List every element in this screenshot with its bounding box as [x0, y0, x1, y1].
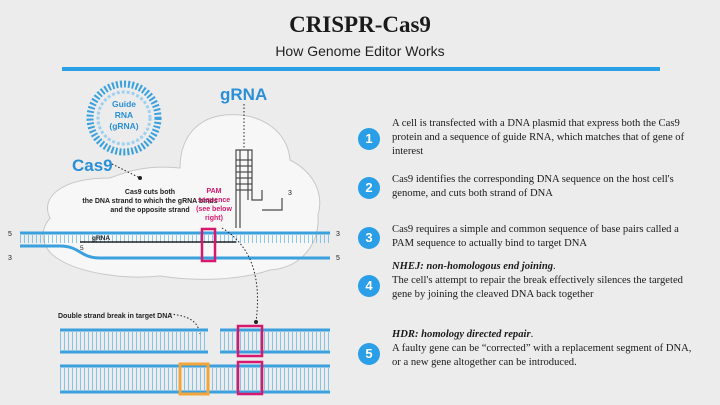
dna-broken-segment [60, 324, 330, 358]
dsb-label: Double strand break in target DNA [58, 313, 172, 320]
grna-end-5: 5 [80, 245, 84, 252]
step-4-badge: 4 [358, 275, 380, 297]
step-4-text: The cell's attempt to repair the break e… [392, 275, 683, 300]
page-subtitle: How Genome Editor Works [275, 43, 445, 59]
step-3-badge: 3 [358, 227, 380, 249]
plasmid-label-line-2: RNA [115, 110, 133, 120]
svg-text:(see below: (see below [196, 206, 232, 213]
plasmid-label-line-1: Guide [112, 99, 136, 109]
svg-text:the DNA strand to which the gR: the DNA strand to which the gRNA binds [82, 198, 217, 205]
dna-end-3-right: 3 [336, 231, 340, 238]
pam-leader [221, 227, 258, 323]
pam-site [200, 227, 217, 263]
svg-text:and the opposite strand: and the opposite strand [110, 207, 189, 214]
title-divider [62, 67, 660, 71]
step-4-heading: NHEJ: non-homologous end joining [392, 261, 554, 272]
step-2-badge: 2 [358, 177, 380, 199]
step-4-text-block: NHEJ: non-homologous end joining. The ce… [392, 261, 683, 300]
dna-end-5-right: 5 [336, 255, 340, 262]
pam-note: PAM sequence (see below right) [196, 188, 232, 222]
cut-note: Cas9 cuts both the DNA strand to which t… [82, 189, 217, 214]
step-5-text-block: HDR: homology directed repair. A faulty … [392, 329, 692, 368]
step-2-text: Cas9 identifies the corresponding DNA se… [392, 174, 674, 199]
cas9-label: Cas9 [72, 156, 113, 175]
step-5-text: A faulty gene can be “corrected” with a … [392, 343, 692, 368]
plasmid-label-line-3: (gRNA) [109, 121, 138, 131]
step-1-badge: 1 [358, 128, 380, 150]
page-title: CRISPR-Cas9 [289, 12, 431, 37]
grna-label: gRNA [220, 85, 267, 104]
step-3: 3 Cas9 requires a simple and common sequ… [358, 224, 698, 255]
step-2: 2 Cas9 identifies the corresponding DNA … [358, 174, 698, 205]
step-4: 4 NHEJ: non-homologous end joining. The … [358, 261, 698, 322]
crispr-diagram: Guide RNA (gRNA) Cas9 gRNA 3 Cas9 cuts b… [8, 80, 340, 396]
plasmid: Guide RNA (gRNA) [86, 80, 162, 156]
step-1-text: A cell is transfected with a DNA plasmid… [392, 118, 685, 157]
grna-end-3: 3 [288, 190, 292, 197]
svg-text:right): right) [205, 215, 223, 222]
step-5-heading: HDR: homology directed repair [392, 329, 531, 340]
grna-hairpin [235, 149, 283, 228]
step-5: 5 HDR: homology directed repair. A fault… [358, 329, 698, 390]
svg-text:PAM: PAM [206, 188, 221, 195]
dna-top-strand [20, 227, 330, 263]
step-5-badge: 5 [358, 343, 380, 365]
dsb-leader [169, 313, 201, 335]
svg-text:Cas9 cuts both: Cas9 cuts both [125, 189, 175, 196]
svg-text:sequence: sequence [198, 197, 230, 204]
step-1: 1 A cell is transfected with a DNA plasm… [358, 118, 698, 167]
dna-end-5-left: 5 [8, 231, 12, 238]
dna-hdr-segment [60, 360, 330, 396]
dna-end-3-left: 3 [8, 255, 12, 262]
step-3-text: Cas9 requires a simple and common sequen… [392, 224, 679, 249]
grna-small-label: gRNA [92, 235, 110, 242]
insert-segment [178, 362, 210, 396]
